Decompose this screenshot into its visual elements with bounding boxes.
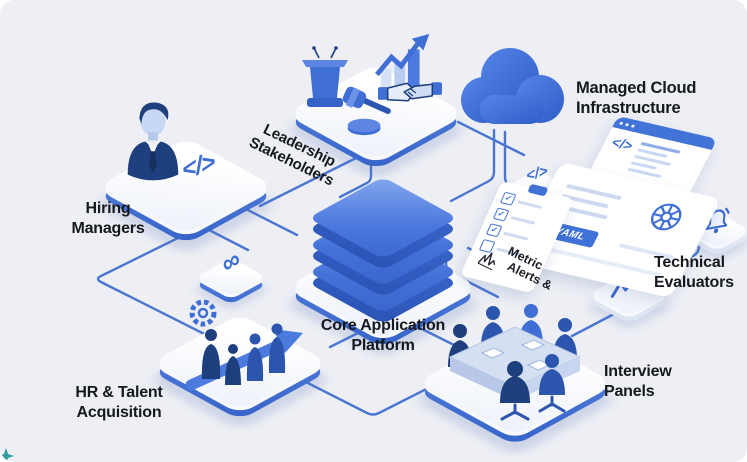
node-interview-panels — [411, 295, 619, 457]
core-platform-label: Core Application Platform — [320, 317, 446, 354]
checklist-line — [517, 199, 543, 209]
code-line — [627, 167, 663, 179]
sparkle-icon — [0, 448, 14, 462]
yaml-manifest-card: YAML — [510, 161, 722, 299]
node-leadership-stakeholders — [278, 30, 473, 182]
connector — [338, 160, 373, 199]
hiring-managers-label: Hiring Managers — [71, 200, 145, 237]
interview-panels-label: Interview Panels — [604, 363, 672, 400]
window-dot — [619, 121, 624, 125]
connector — [96, 235, 242, 354]
technical-evaluators-label: Technical Evaluators — [654, 254, 734, 291]
hr-talent-label: HR & Talent Acquisition — [75, 384, 163, 421]
connector — [456, 120, 526, 157]
growth-chart-icon — [375, 33, 430, 89]
managed-cloud-label: Managed Cloud Infrastructure — [576, 79, 697, 118]
node-hiring-managers: </> — [88, 96, 283, 256]
connector — [258, 152, 366, 208]
developer-bust-icon — [127, 102, 179, 181]
connector — [570, 312, 616, 338]
sketch-chart-icon — [477, 252, 496, 271]
window-dot — [631, 123, 636, 128]
cloud-icon — [461, 48, 564, 124]
handshake-icon — [378, 82, 442, 102]
gavel-icon — [342, 86, 391, 136]
checkbox-checked: ✓ — [492, 207, 510, 222]
kubernetes-wheel-icon — [650, 203, 682, 231]
window-dot — [625, 122, 630, 126]
metric-alerts-label: Metric Alerts & — [477, 244, 560, 293]
checkbox-checked: ✓ — [499, 191, 517, 206]
checkbox-checked: ✓ — [485, 223, 503, 238]
node-hr-talent-acquisition — [142, 285, 337, 432]
gear-team-arrow-icon — [185, 299, 303, 391]
connector — [449, 128, 496, 203]
podium-icon — [302, 46, 348, 107]
code-lines — [627, 140, 681, 179]
connector — [662, 244, 701, 272]
checklist-line — [510, 215, 536, 225]
meeting-table-icon — [448, 304, 582, 421]
checklist-line — [503, 231, 529, 241]
